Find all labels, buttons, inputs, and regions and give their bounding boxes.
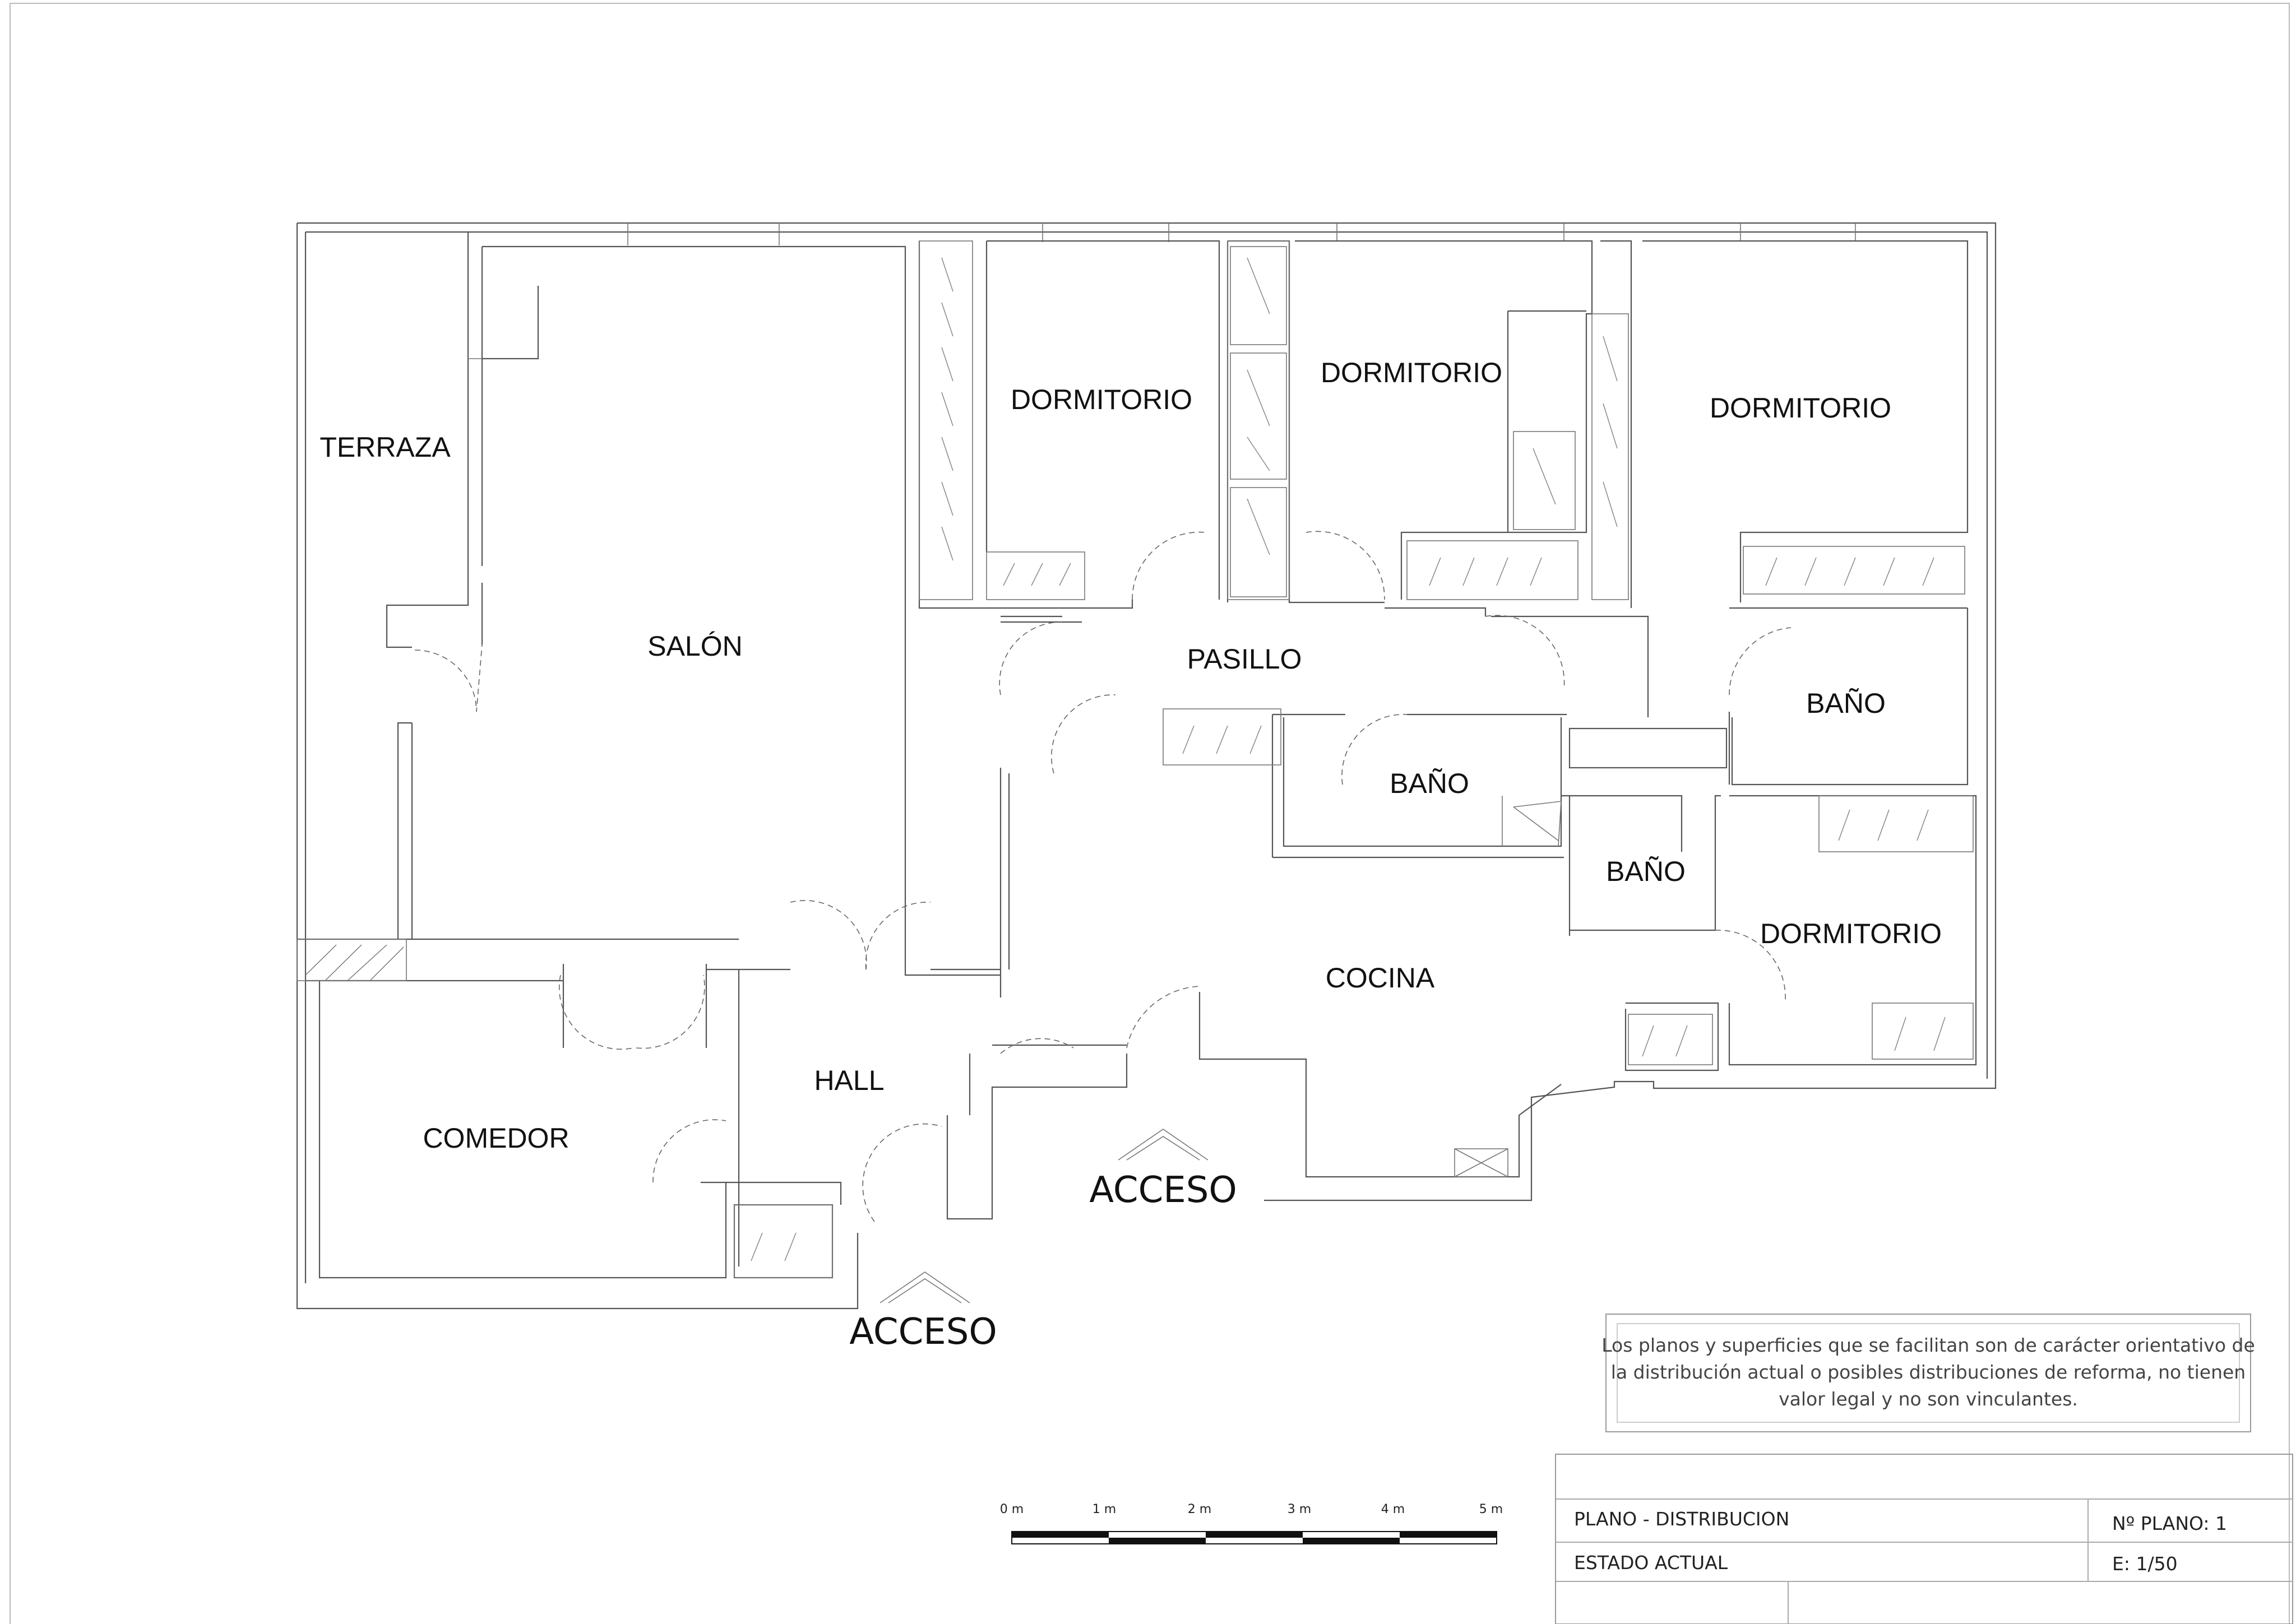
scale-label-0: 0 m <box>1000 1502 1024 1516</box>
sheet-border <box>10 3 2290 1624</box>
room-label-bano-1: BAÑO <box>1806 688 1886 719</box>
disclaimer-line-1: Los planos y superficies que se facilita… <box>1601 1334 2255 1356</box>
title-block-state: ESTADO ACTUAL <box>1574 1552 1728 1574</box>
room-label-dormitorio-2: DORMITORIO <box>1321 357 1502 388</box>
title-block-plan: PLANO - DISTRIBUCION <box>1574 1508 1789 1530</box>
scale-label-1: 1 m <box>1093 1502 1116 1516</box>
wardrobes <box>734 240 1974 1278</box>
room-label-bano-3: BAÑO <box>1606 856 1686 887</box>
room-label-dormitorio-3: DORMITORIO <box>1710 392 1891 424</box>
scale-label-3: 3 m <box>1288 1502 1311 1516</box>
access-label-secondary: ACCESO <box>849 1311 997 1353</box>
scale-label-5: 5 m <box>1479 1502 1503 1516</box>
room-label-comedor: COMEDOR <box>423 1122 569 1154</box>
disclaimer-line-3: valor legal y no son vinculantes. <box>1779 1388 2078 1410</box>
access-label-main: ACCESO <box>1089 1170 1237 1211</box>
room-label-salon: SALÓN <box>647 630 743 662</box>
room-label-bano-2: BAÑO <box>1390 768 1469 799</box>
title-block: PLANO - DISTRIBUCION Nº PLANO: 1 ESTADO … <box>1555 1454 2293 1624</box>
scale-label-4: 4 m <box>1381 1502 1405 1516</box>
title-block-plan-number: Nº PLANO: 1 <box>2112 1512 2227 1534</box>
scale-label-2: 2 m <box>1188 1502 1211 1516</box>
door-swings <box>414 531 1792 1222</box>
scale-bar: 0 m 1 m 2 m 3 m 4 m 5 m <box>1000 1502 1503 1544</box>
room-label-cocina: COCINA <box>1326 962 1435 994</box>
room-label-dormitorio-4: DORMITORIO <box>1760 918 1942 949</box>
disclaimer-box: Los planos y superficies que se facilita… <box>1601 1314 2255 1432</box>
room-label-terraza: TERRAZA <box>320 431 451 463</box>
title-block-scale: E: 1/50 <box>2112 1553 2178 1575</box>
structural-column <box>297 939 407 981</box>
room-label-dormitorio-1: DORMITORIO <box>1011 384 1192 415</box>
room-label-pasillo: PASILLO <box>1187 643 1302 675</box>
room-label-hall: HALL <box>814 1065 884 1096</box>
access-arrows <box>879 1129 1209 1303</box>
disclaimer-line-2: la distribución actual o posibles distri… <box>1611 1361 2246 1383</box>
